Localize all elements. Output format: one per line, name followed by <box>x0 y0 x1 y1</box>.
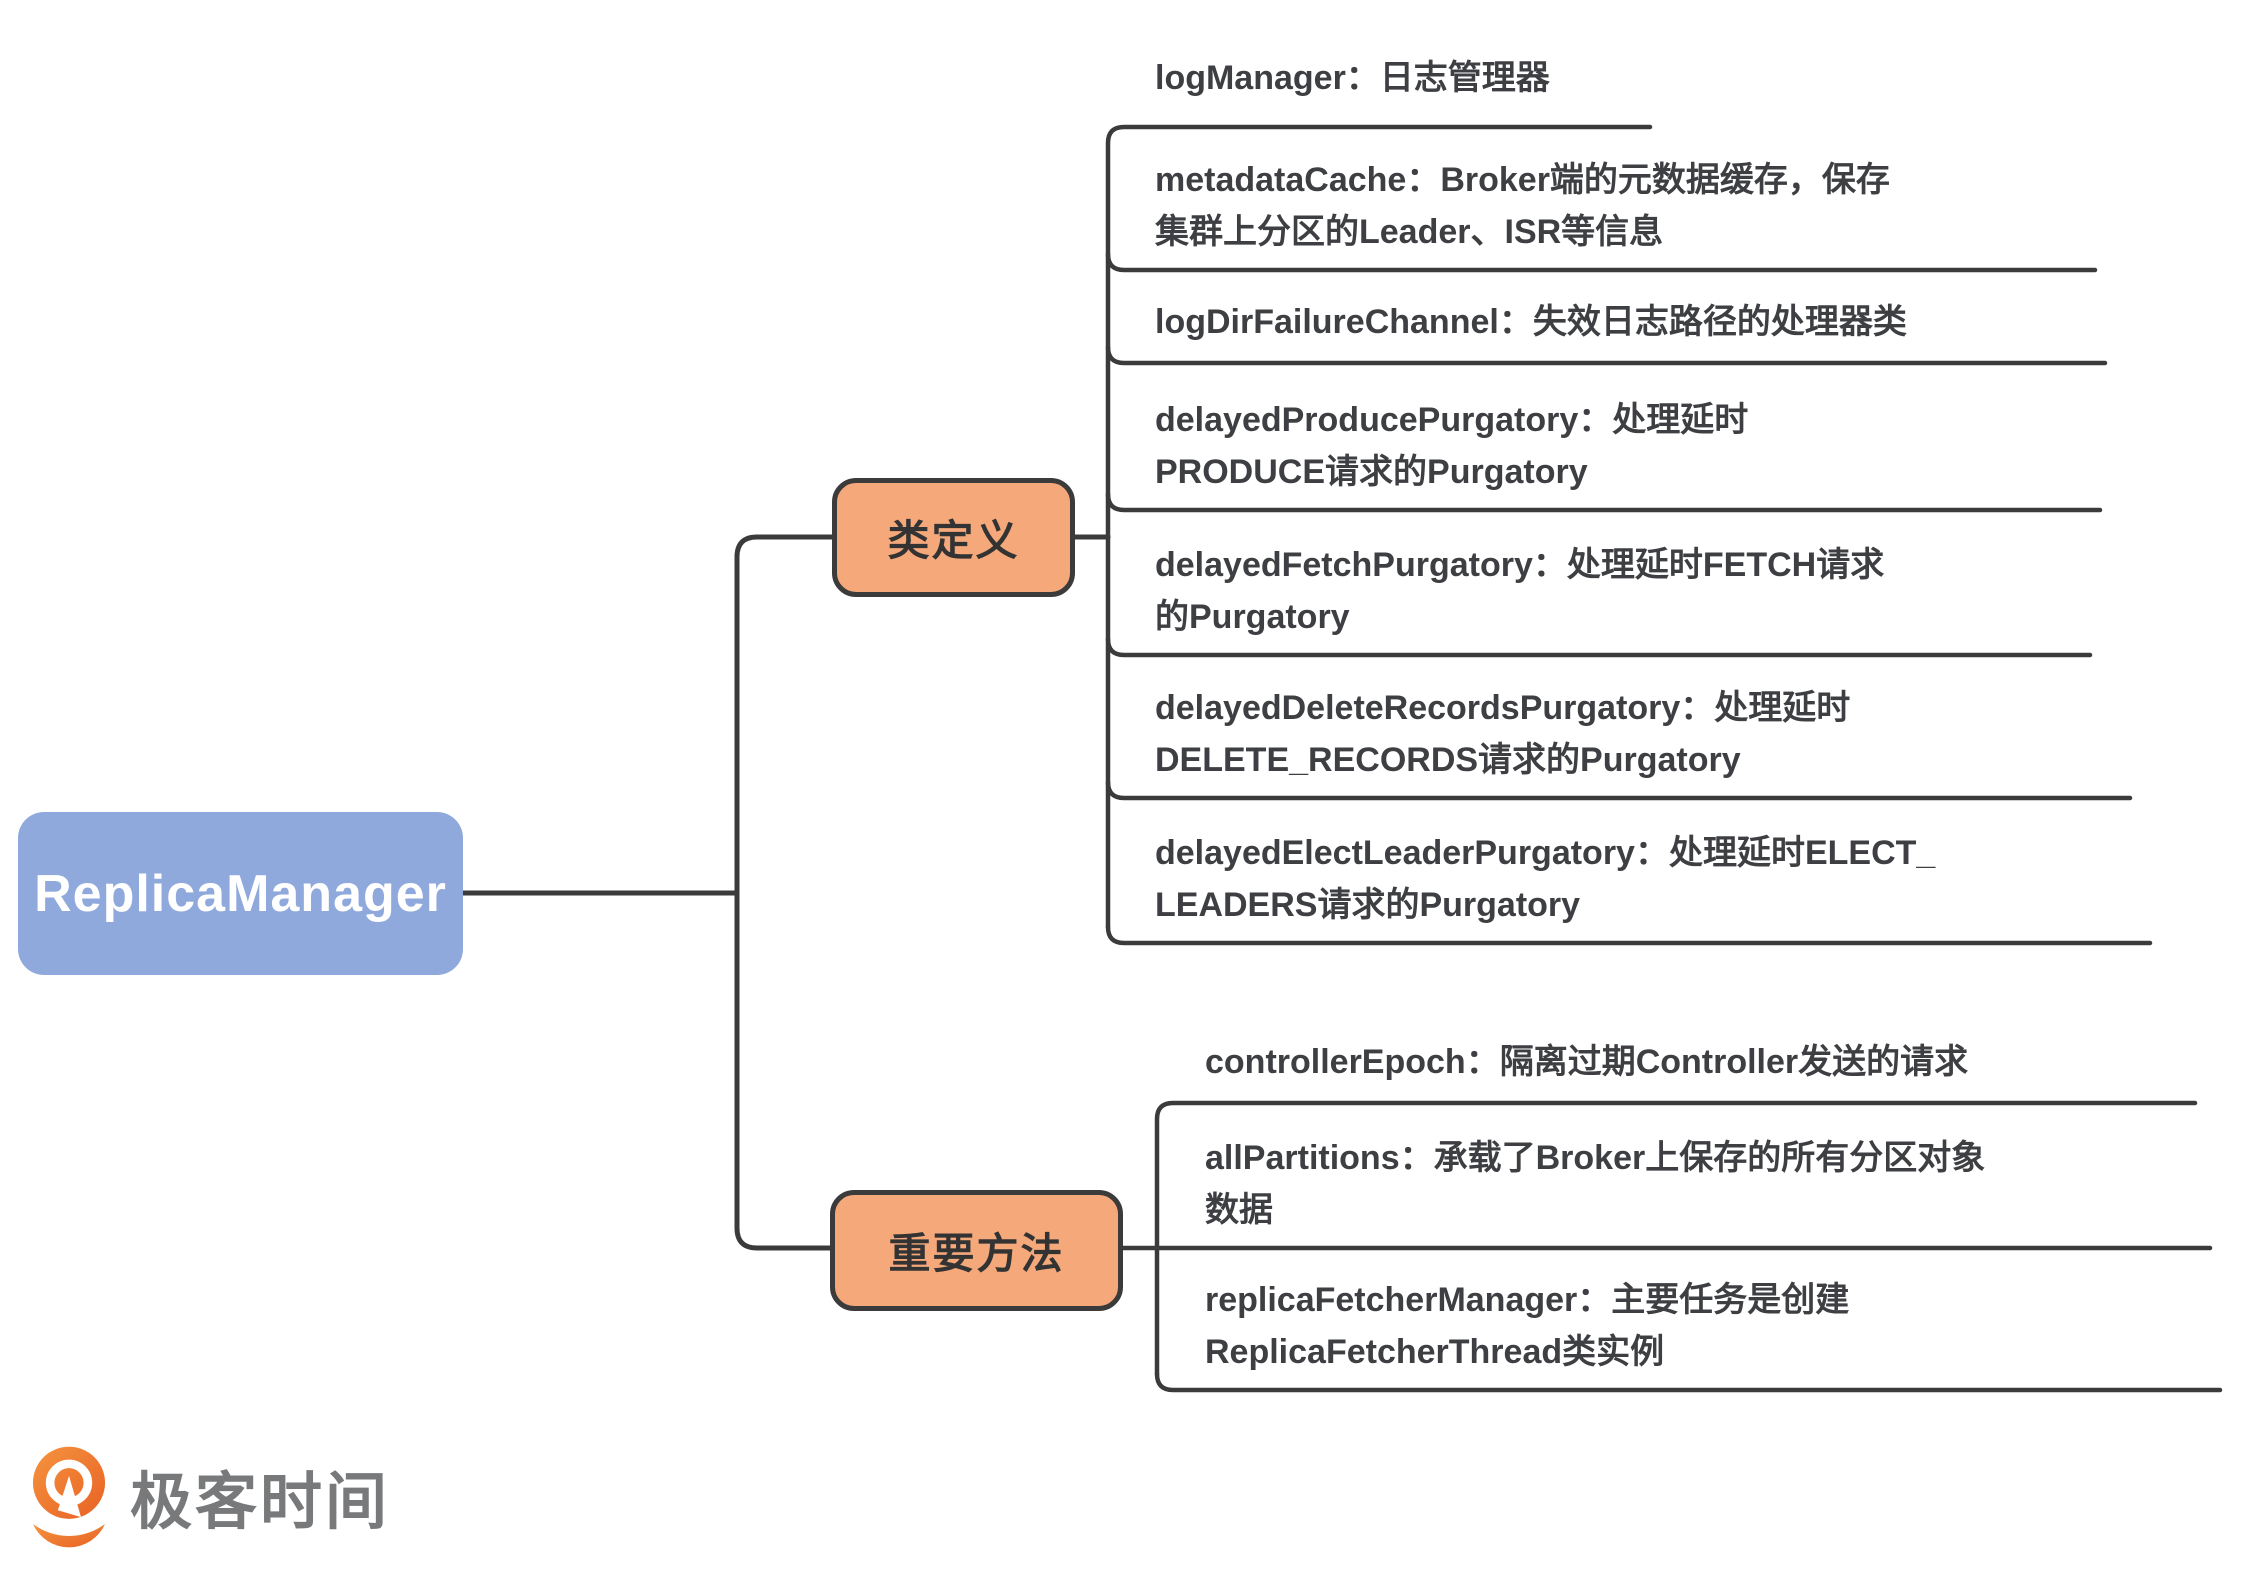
leaf-allpartitions[interactable]: allPartitions：承载了Broker上保存的所有分区对象 数据 <box>1205 1139 1986 1229</box>
leaf-controllerepoch[interactable]: controllerEpoch：隔离过期Controller发送的请求 <box>1205 1043 1969 1081</box>
class-row5-line <box>1105 636 2093 658</box>
leaf-delayedproducepurgatory[interactable]: delayedProducePurgatory：处理延时 PRODUCE请求的P… <box>1155 401 1749 491</box>
root-node-replicamanager[interactable]: ReplicaManager <box>18 812 463 975</box>
geektime-logo-icon <box>32 1446 106 1547</box>
leaf-logmanager[interactable]: logManager：日志管理器 <box>1155 59 1550 97</box>
branch-node-important-methods[interactable]: 重要方法 <box>830 1190 1123 1311</box>
class-row4-line <box>1105 491 2103 513</box>
class-row3-line <box>1105 344 2108 366</box>
geektime-logo-text: 极客时间 <box>130 1468 391 1537</box>
class-row6-line <box>1105 779 2133 801</box>
leaf-replicafetchermanager[interactable]: replicaFetcherManager：主要任务是创建 ReplicaFet… <box>1205 1281 1850 1371</box>
methods-rail-and-row1-line <box>1154 1100 2198 1377</box>
class-row2-line <box>1105 251 2098 273</box>
leaf-delayedelectleaderpurgatory[interactable]: delayedElectLeaderPurgatory：处理延时ELECT_ L… <box>1155 834 1936 924</box>
leaf-logdirfailurechannel[interactable]: logDirFailureChannel：失效日志路径的处理器类 <box>1155 303 1907 341</box>
class-row7-line <box>1105 924 2153 946</box>
trunk-up-line <box>734 534 835 896</box>
branch-node-class-definition[interactable]: 类定义 <box>832 478 1075 597</box>
leaf-delayeddeleterecordspurgatory[interactable]: delayedDeleteRecordsPurgatory：处理延时 DELET… <box>1155 689 1851 779</box>
geektime-logo: 极客时间 <box>26 1441 390 1551</box>
leaf-metadatacache[interactable]: metadataCache：Broker端的元数据缓存，保存 集群上分区的Lea… <box>1155 161 1890 251</box>
leaf-delayedfetchpurgatory[interactable]: delayedFetchPurgatory：处理延时FETCH请求 的Purga… <box>1155 546 1885 636</box>
trunk-down-line <box>734 890 833 1251</box>
methods-row3-line <box>1154 1371 2223 1393</box>
class-rail-and-row1-line <box>1105 124 1653 930</box>
